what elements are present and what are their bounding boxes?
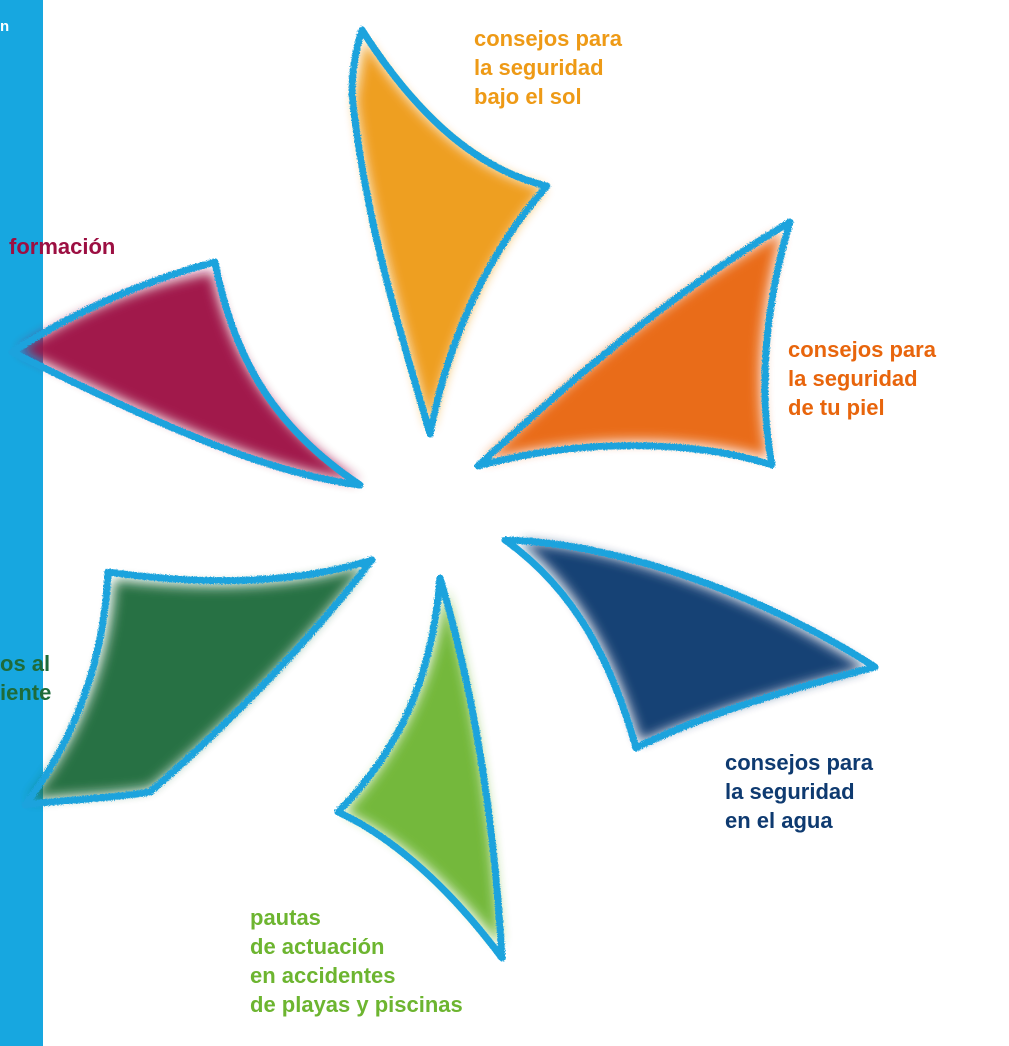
label-line: la seguridad [474, 55, 604, 80]
label-line: consejos para [474, 26, 622, 51]
label-consejos-sol: consejos para la seguridad bajo el sol [474, 24, 622, 111]
blade-pautas [334, 574, 506, 962]
blade-formacion-outline [8, 258, 364, 489]
blade-medio-ambiente-fill [30, 565, 365, 800]
label-line: en el agua [725, 808, 833, 833]
blade-agua-fill [520, 542, 866, 742]
blade-agua [501, 536, 879, 752]
blade-piel-fill [482, 232, 782, 462]
blade-agua-outline [501, 536, 879, 752]
blade-formacion-fill [20, 272, 360, 482]
label-line: formación [9, 234, 116, 259]
blade-formacion [8, 258, 364, 489]
label-line: de actuación [250, 934, 385, 959]
label-line: consejos para [788, 337, 936, 362]
blade-medio-ambiente-outline [21, 556, 376, 809]
label-line: de playas y piscinas [250, 992, 463, 1017]
label-medio-ambiente: os al iente [0, 649, 51, 707]
label-line: iente [0, 680, 52, 705]
top-edge-fragment: n [0, 18, 10, 35]
label-line: consejos para [725, 750, 873, 775]
label-consejos-agua: consejos para la seguridad en el agua [725, 748, 873, 835]
label-formacion: formación [9, 232, 115, 261]
label-line: la seguridad [788, 366, 918, 391]
label-line: os al [0, 651, 51, 676]
blade-pautas-outline [334, 574, 506, 962]
label-line: pautas [250, 905, 321, 930]
blade-sol [348, 26, 551, 438]
label-line: bajo el sol [474, 84, 582, 109]
blade-piel [474, 218, 794, 470]
blade-pautas-fill [345, 590, 500, 945]
label-line: en accidentes [250, 963, 396, 988]
label-line: la seguridad [725, 779, 855, 804]
label-pautas-actuacion: pautas de actuación en accidentes de pla… [250, 903, 463, 1019]
blade-piel-outline [474, 218, 794, 470]
blade-medio-ambiente [21, 556, 376, 809]
label-line: de tu piel [788, 395, 885, 420]
left-blue-strip [0, 0, 43, 1046]
blade-sol-fill [355, 40, 545, 430]
blade-sol-outline [348, 26, 551, 438]
label-consejos-piel: consejos para la seguridad de tu piel [788, 335, 936, 422]
